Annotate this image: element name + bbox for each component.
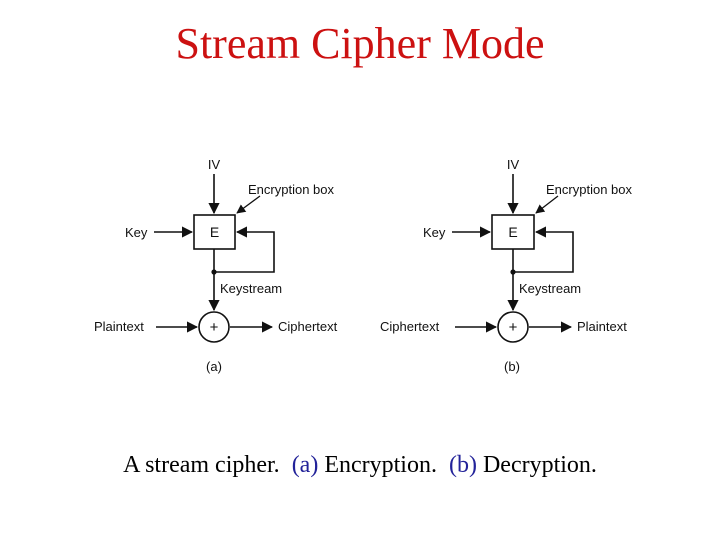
keystream-label-a: Keystream (220, 281, 282, 296)
diagram-tag-b: (b) (504, 359, 520, 374)
iv-label-a: IV (208, 157, 221, 172)
iv-label-b: IV (507, 157, 520, 172)
encryption-box-glyph-a: E (210, 224, 219, 240)
input-label-b: Ciphertext (380, 319, 440, 334)
caption-lead: A stream cipher. (123, 452, 280, 478)
diagram-a: IV Encryption box E Key Keystream + Plai… (94, 157, 338, 374)
keystream-label-b: Keystream (519, 281, 581, 296)
xor-symbol-b: + (509, 319, 518, 336)
encryption-box-glyph-b: E (508, 224, 517, 240)
output-label-a: Ciphertext (278, 319, 338, 334)
input-label-a: Plaintext (94, 319, 144, 334)
key-label-a: Key (125, 225, 148, 240)
caption-text-b: Decryption. (482, 452, 597, 478)
slide-title: Stream Cipher Mode (175, 19, 545, 68)
caption-ref-a: (a) (291, 452, 319, 478)
feedback-arrow-b (513, 226, 574, 273)
caption-ref-b: (b) (448, 452, 477, 478)
caption-text-a: Encryption. (324, 452, 437, 478)
encryption-box-b (491, 214, 535, 250)
feedback-arrow-a (214, 226, 275, 273)
xor-symbol-a: + (210, 319, 219, 336)
encryption-box-label-b: Encryption box (546, 182, 632, 197)
figure-caption: A stream cipher. (a) Encryption. (b) Dec… (0, 452, 720, 479)
xor-circle-a (198, 311, 230, 343)
xor-circle-b (497, 311, 529, 343)
output-label-b: Plaintext (577, 319, 627, 334)
encryption-box-pointer-a (236, 195, 261, 214)
diagram-b: IV Encryption box E Key Keystream + Ciph… (380, 157, 632, 374)
key-label-b: Key (423, 225, 446, 240)
encryption-box-label-a: Encryption box (248, 182, 334, 197)
diagram-tag-a: (a) (206, 359, 222, 374)
encryption-box-pointer-b (535, 195, 559, 214)
